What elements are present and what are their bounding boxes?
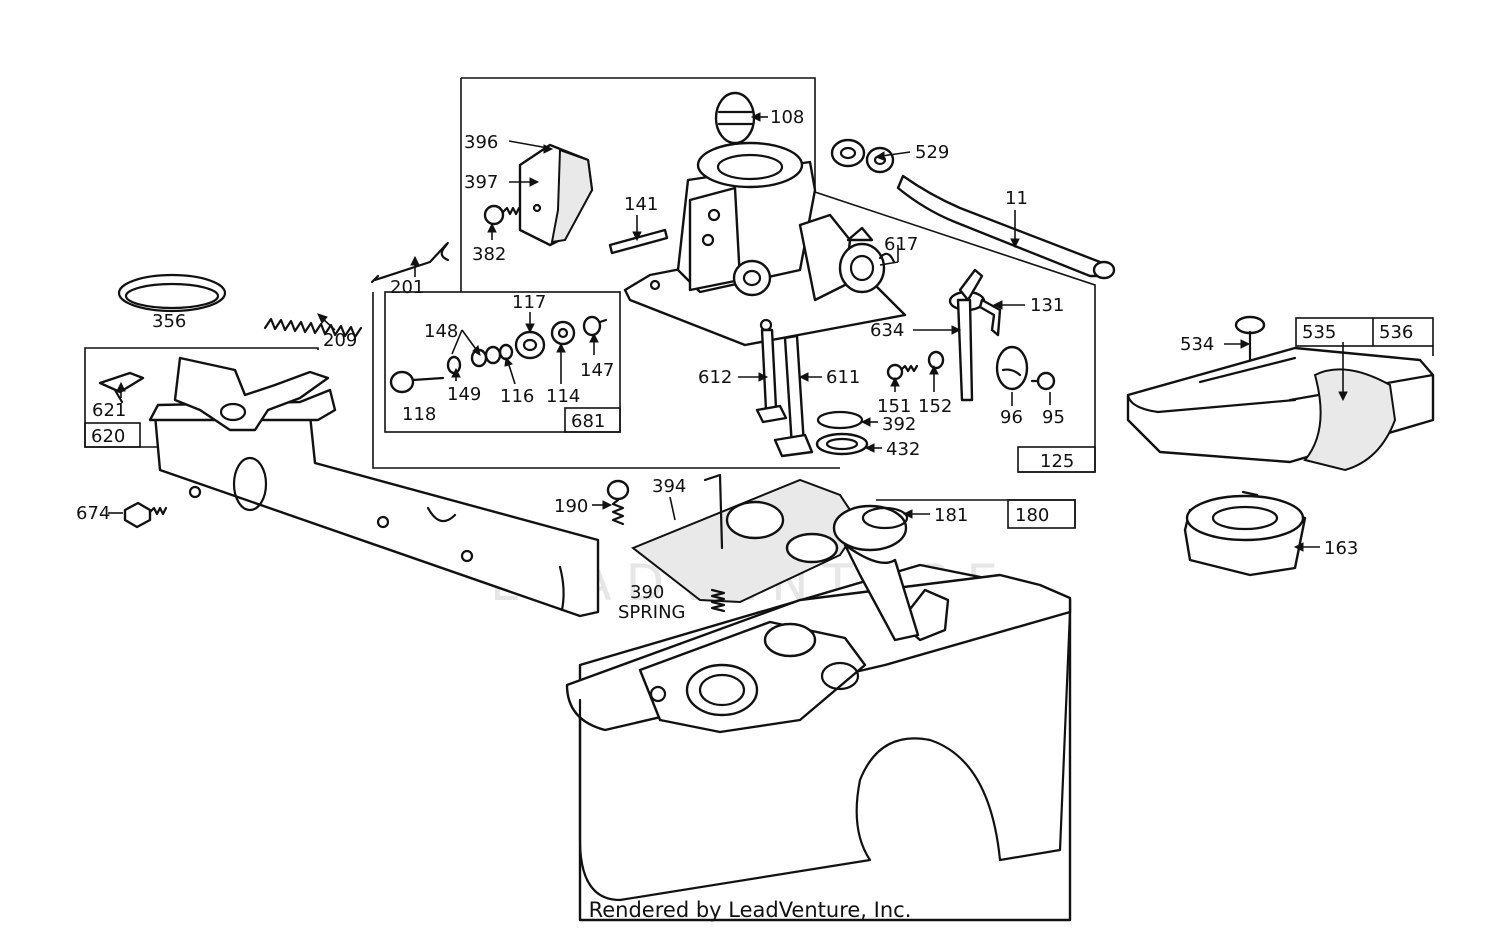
- fuel-pickup-part-181: [832, 504, 920, 642]
- label-149: 149: [447, 384, 481, 405]
- label-114: 114: [546, 386, 580, 407]
- label-535: 535: [1302, 322, 1336, 343]
- label-617: 617: [884, 234, 918, 255]
- label-180: 180: [1015, 505, 1049, 526]
- label-151: 151: [877, 396, 911, 417]
- label-611: 611: [826, 367, 860, 388]
- choke-disc-part-96: [995, 345, 1029, 391]
- label-529: 529: [915, 142, 949, 163]
- footer-credit: Rendered by LeadVenture, Inc.: [588, 898, 912, 922]
- screw-part-382: [483, 204, 521, 226]
- callout-labels: 108 529 396 397 382 141 11 617 201 356 2…: [76, 107, 1413, 623]
- label-141: 141: [624, 194, 658, 215]
- label-spring: SPRING: [618, 602, 686, 623]
- clip-part-621: [98, 371, 145, 404]
- label-396: 396: [464, 132, 498, 153]
- label-125: 125: [1040, 451, 1074, 472]
- bolt-part-611: [773, 334, 814, 458]
- link-part-201: [370, 241, 450, 284]
- label-634: 634: [870, 320, 904, 341]
- spring-part-390: [710, 588, 726, 613]
- elbow-fitting-part-529: [830, 138, 895, 174]
- screw-part-95: [1030, 371, 1056, 391]
- label-108: 108: [770, 107, 804, 128]
- label-152: 152: [918, 396, 952, 417]
- spring-part-209: [263, 317, 363, 339]
- carburetor-body-part-125: [623, 141, 907, 347]
- screw-part-190: [606, 479, 630, 526]
- screw-part-674: [123, 501, 168, 529]
- label-382: 382: [472, 244, 506, 265]
- label-612: 612: [698, 367, 732, 388]
- label-131: 131: [1030, 295, 1064, 316]
- pin-part-141: [608, 228, 669, 255]
- label-96: 96: [1000, 407, 1023, 428]
- label-116: 116: [500, 386, 534, 407]
- label-356: 356: [152, 311, 186, 332]
- label-118: 118: [402, 404, 436, 425]
- label-147: 147: [580, 360, 614, 381]
- label-148: 148: [424, 321, 458, 342]
- label-11: 11: [1005, 188, 1028, 209]
- label-95: 95: [1042, 407, 1065, 428]
- label-397: 397: [464, 172, 498, 193]
- control-bracket-part-620: [148, 356, 600, 618]
- label-201: 201: [390, 277, 424, 298]
- choke-valve-part-108: [714, 91, 756, 145]
- label-209: 209: [323, 330, 357, 351]
- throttle-shaft-part-131: [948, 268, 1002, 402]
- label-394: 394: [652, 476, 686, 497]
- label-674: 674: [76, 503, 110, 524]
- label-390: 390: [630, 582, 664, 603]
- seal-part-432: [815, 432, 869, 456]
- label-163: 163: [1324, 538, 1358, 559]
- label-621: 621: [92, 400, 126, 421]
- needle-valve-parts-681: [389, 315, 608, 394]
- label-536: 536: [1379, 322, 1413, 343]
- leader-lines: [108, 112, 1348, 552]
- label-181: 181: [934, 505, 968, 526]
- group-box-180: [876, 499, 1076, 529]
- group-box-125: [372, 77, 1096, 473]
- group-box-536: [1295, 317, 1434, 356]
- bolt-part-612: [755, 328, 788, 424]
- seal-part-617: [878, 252, 896, 264]
- screw-part-151: [886, 363, 919, 381]
- group-box-681: [384, 291, 621, 433]
- group-box-620: [84, 347, 319, 448]
- spring-part-152: [927, 350, 945, 370]
- label-392: 392: [882, 414, 916, 435]
- label-534: 534: [1180, 334, 1214, 355]
- throttle-plate-part-397: [518, 143, 594, 247]
- label-432: 432: [886, 439, 920, 460]
- label-620: 620: [91, 426, 125, 447]
- label-117: 117: [512, 292, 546, 313]
- filter-base-part-163: [1183, 494, 1307, 577]
- label-681: 681: [571, 411, 605, 432]
- fuel-pipe-part-11: [896, 174, 1116, 280]
- filter-element-part-535: [1303, 368, 1397, 472]
- retaining-ring-part-356: [117, 273, 227, 313]
- label-190: 190: [554, 496, 588, 517]
- o-ring-part-392: [816, 410, 864, 430]
